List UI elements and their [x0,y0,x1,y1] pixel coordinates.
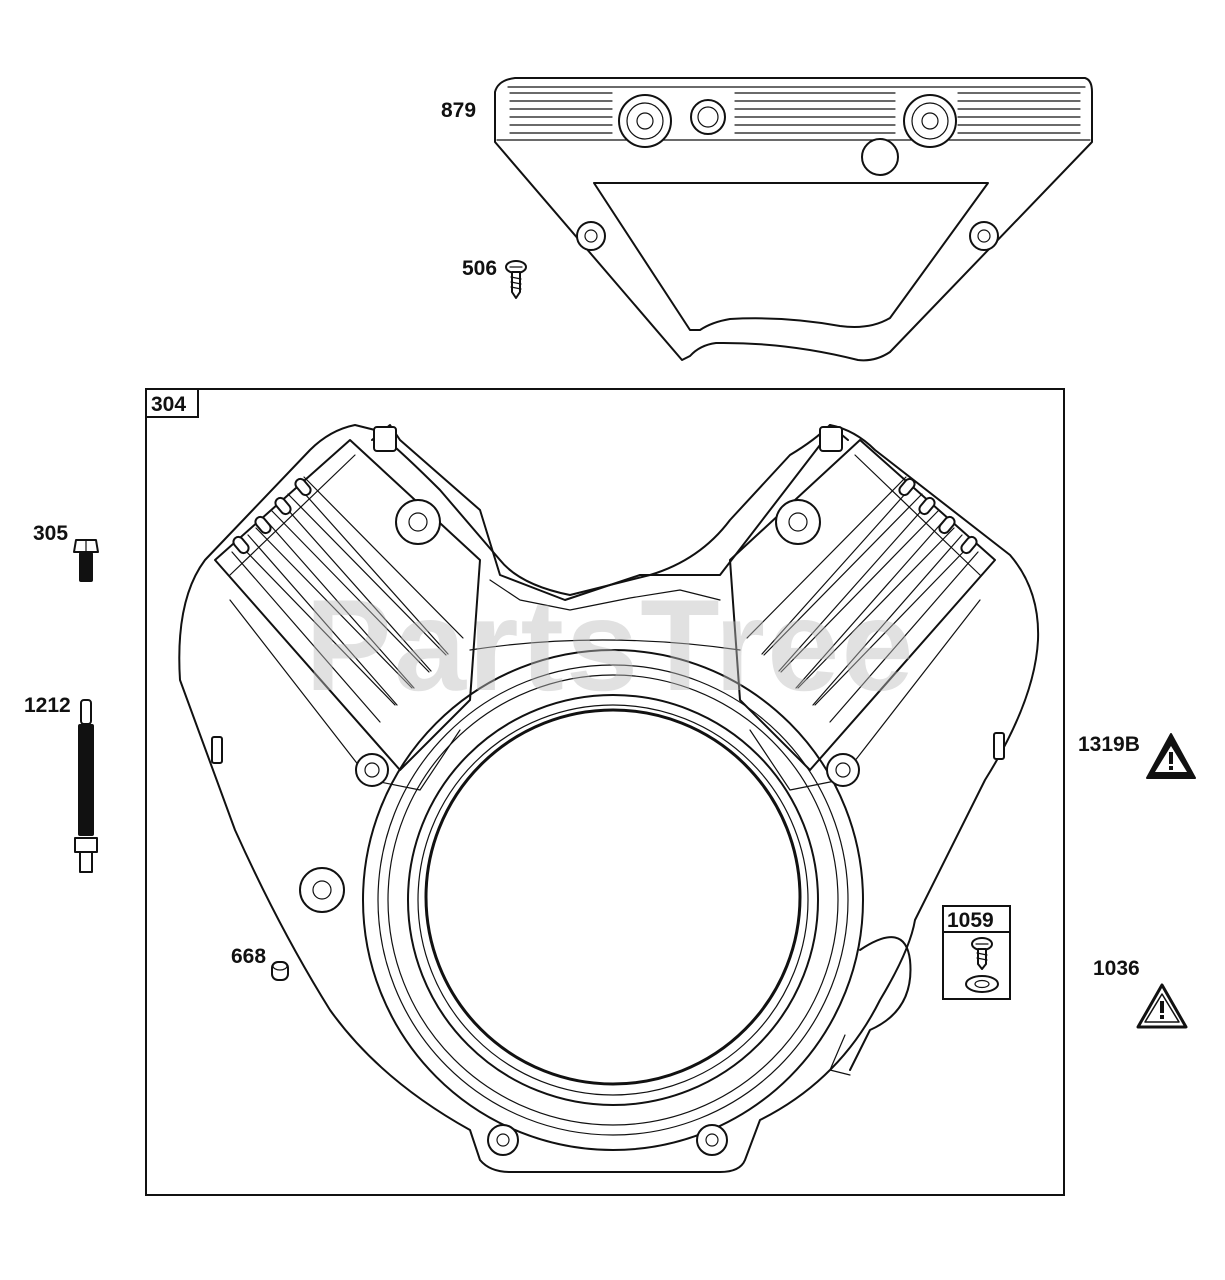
watermark-text: PartsTree [305,572,916,718]
blower-housing-icon[interactable] [178,424,1040,1173]
part-304-tag-box [145,388,199,418]
part-label-668: 668 [231,945,266,968]
warning-triangle-icon[interactable] [1146,733,1196,779]
valve-cover-icon[interactable] [494,77,1093,362]
part-label-1319b: 1319B [1078,733,1140,756]
plug-icon[interactable] [271,961,289,981]
part-304-frame [145,388,1065,1196]
screw-icon[interactable] [505,260,527,299]
bolt-icon[interactable] [73,539,99,582]
part-label-304: 304 [151,393,186,416]
part-label-879: 879 [441,99,476,122]
part-label-1212: 1212 [24,694,71,717]
part-label-506: 506 [462,257,497,280]
warning-triangle-icon[interactable] [1136,983,1188,1029]
part-label-305: 305 [33,522,68,545]
stud-icon[interactable] [74,699,98,873]
screw-kit-icon[interactable] [942,905,1011,1000]
part-label-1036: 1036 [1093,957,1140,980]
part-label-1059: 1059 [947,909,994,932]
